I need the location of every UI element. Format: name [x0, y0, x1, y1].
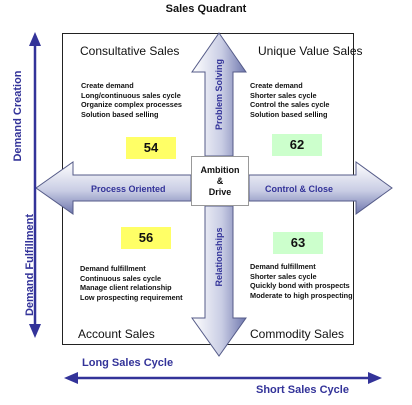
right-arrow — [248, 161, 393, 215]
right-arrow-label: Control & Close — [265, 184, 334, 194]
down-arrow — [191, 205, 247, 357]
bullet: Control the sales cycle — [250, 100, 330, 110]
center-box: Ambition & Drive — [191, 156, 249, 206]
quadrant-title-commodity: Commodity Sales — [250, 327, 345, 341]
bullets-unique-value: Create demand Shorter sales cycle Contro… — [250, 81, 330, 119]
score-account: 56 — [121, 227, 171, 249]
bullet: Create demand — [81, 81, 134, 90]
quadrant-title-consultative: Consultative Sales — [80, 44, 180, 58]
bullets-consultative: Create demand Long/continuous sales cycl… — [81, 81, 182, 119]
bullet: Moderate to high prospecting — [250, 290, 353, 300]
bullet: Demand fulfillment — [80, 264, 146, 273]
bullet: Solution based selling — [81, 109, 159, 119]
bullet: Manage client relationship — [80, 283, 172, 293]
axis-label-long-cycle: Long Sales Cycle — [82, 357, 174, 369]
left-arrow-label: Process Oriented — [91, 184, 166, 194]
bullet: Organize complex processes — [81, 100, 182, 110]
bullets-account: Demand fulfillment Continuous sales cycl… — [80, 264, 183, 302]
bullet: Solution based selling — [250, 109, 328, 119]
down-arrow-label: Relationships — [214, 227, 224, 287]
bullet: Quickly bond with prospects — [250, 281, 350, 291]
center-line-2: & — [216, 175, 224, 186]
axis-label-demand-fulfillment: Demand Fulfillment — [24, 213, 36, 317]
quadrant-title-account: Account Sales — [78, 327, 155, 341]
axis-label-demand-creation: Demand Creation — [12, 70, 24, 162]
axis-label-short-cycle: Short Sales Cycle — [256, 384, 349, 396]
quadrant-title-unique-value: Unique Value Sales — [258, 44, 363, 58]
bullets-commodity: Demand fulfillment Shorter sales cycle Q… — [250, 262, 353, 300]
bullet: Continuous sales cycle — [80, 273, 162, 283]
bullet: Shorter sales cycle — [250, 90, 317, 100]
score-unique-value: 62 — [272, 134, 322, 156]
bullet: Long/continuous sales cycle — [81, 90, 181, 100]
bullet: Create demand — [250, 81, 303, 90]
bullet: Demand fulfillment — [250, 262, 316, 271]
center-line-3: Drive — [208, 186, 232, 197]
up-arrow-label: Problem Solving — [214, 58, 224, 130]
diagram-title: Sales Quadrant — [165, 3, 247, 15]
score-commodity: 63 — [273, 232, 323, 254]
score-consultative: 54 — [126, 137, 176, 159]
bullet: Low prospecting requirement — [80, 292, 183, 302]
center-line-1: Ambition — [200, 164, 240, 175]
bullet: Shorter sales cycle — [250, 271, 317, 281]
